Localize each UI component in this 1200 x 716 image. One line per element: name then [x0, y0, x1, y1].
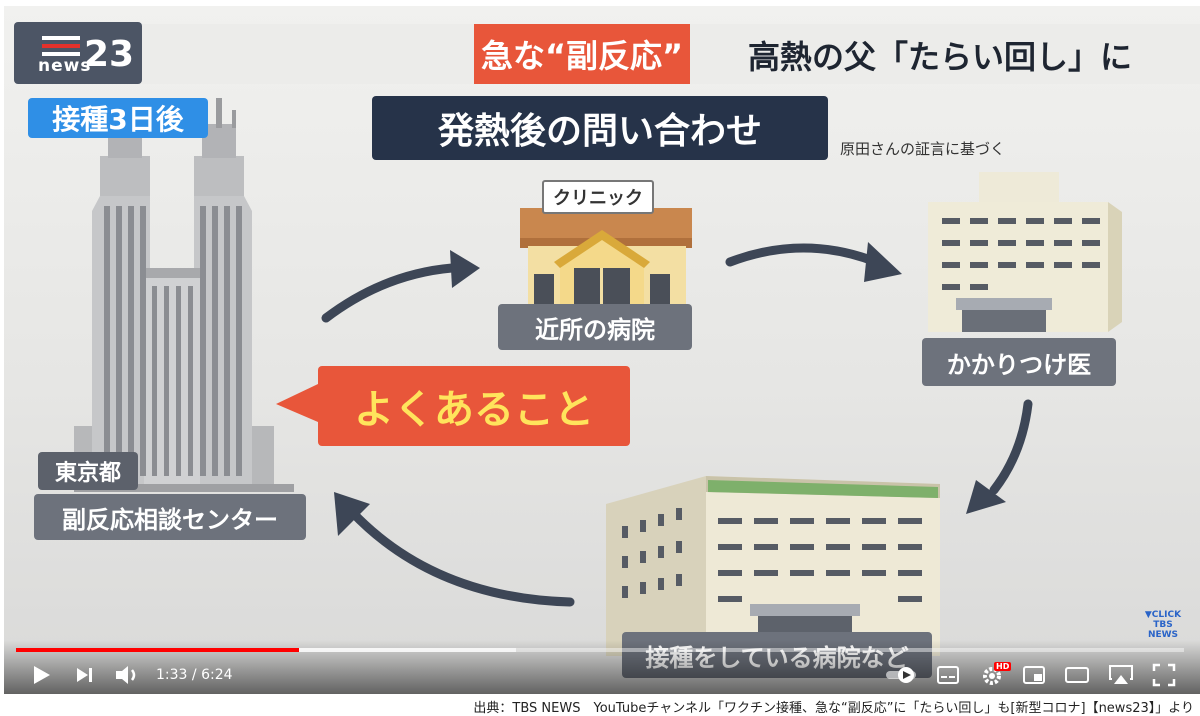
- settings-icon[interactable]: [980, 662, 1006, 688]
- logo-bars-icon: [42, 36, 80, 60]
- miniplayer-icon[interactable]: [1022, 664, 1046, 686]
- label-nearby-hospital: 近所の病院: [498, 304, 692, 350]
- label-tokyo: 東京都: [38, 452, 138, 490]
- tbs-click-watermark: ▼CLICK TBS NEWS: [1140, 610, 1186, 640]
- watermark-line2: TBS NEWS: [1147, 620, 1179, 640]
- subtitles-icon[interactable]: [936, 664, 960, 686]
- day-badge: 接種3日後: [28, 98, 208, 138]
- time-display: 1:33 / 6:24: [156, 667, 233, 683]
- section-title: 発熱後の問い合わせ: [372, 96, 828, 160]
- play-icon[interactable]: [30, 664, 52, 686]
- hd-badge: HD: [994, 662, 1012, 671]
- logo-brand: news: [38, 56, 92, 76]
- progress-bar[interactable]: [16, 648, 1184, 652]
- current-time: 1:33: [156, 667, 188, 683]
- logo-number: 23: [84, 34, 135, 75]
- news23-logo: news 23: [14, 22, 142, 84]
- time-separator: /: [187, 667, 202, 683]
- bubble-tail: [276, 384, 318, 422]
- arrow-head-3: [966, 480, 1006, 514]
- watermark-line1: ▼CLICK: [1144, 610, 1182, 620]
- label-family-doctor: かかりつけ医: [922, 338, 1116, 386]
- arrow-head-4: [334, 492, 370, 536]
- clinic-sign: クリニック: [542, 180, 654, 214]
- footer: 出典：TBS NEWS YouTubeチャンネル「ワクチン接種、急な“副反応”に…: [0, 696, 1200, 716]
- hospital-building-icon: [606, 476, 940, 656]
- headline-tag: 急な“副反応”: [474, 24, 690, 84]
- duration: 6:24: [201, 667, 233, 683]
- video-frame[interactable]: news 23 急な“副反応” 高熱の父「たらい回し」に 接種3日後 発熱後の問…: [4, 6, 1200, 694]
- arrow-head-1: [450, 250, 480, 288]
- next-icon[interactable]: [74, 665, 94, 685]
- autoplay-toggle[interactable]: [884, 666, 918, 684]
- family-doctor-building-icon: [928, 172, 1122, 332]
- airplay-icon[interactable]: [1108, 663, 1134, 687]
- progress-played: [16, 648, 299, 652]
- flow-arrows: [321, 243, 1033, 607]
- headline-title: 高熱の父「たらい回し」に: [748, 38, 1133, 76]
- tokyo-tower-building-icon: [74, 98, 294, 492]
- fullscreen-icon[interactable]: [1152, 663, 1176, 687]
- volume-icon[interactable]: [114, 663, 140, 687]
- theater-icon[interactable]: [1064, 664, 1090, 686]
- clinic-building-icon: [520, 208, 692, 310]
- source-credit: 出典：TBS NEWS YouTubeチャンネル「ワクチン接種、急な“副反応”に…: [473, 701, 1194, 716]
- testimony-note: 原田さんの証言に基づく: [840, 139, 1006, 158]
- label-consultation-center: 副反応相談センター: [34, 494, 306, 540]
- speech-bubble: よくあること: [318, 366, 630, 446]
- arrow-head-2: [864, 242, 902, 282]
